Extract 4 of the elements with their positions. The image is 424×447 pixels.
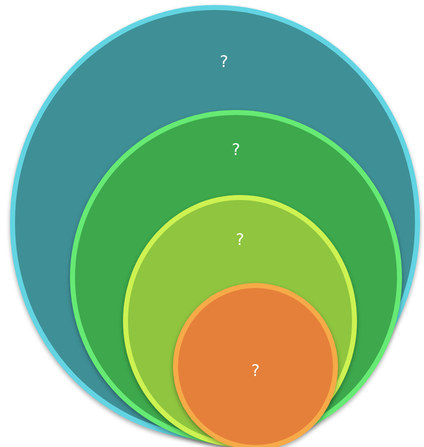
circle-label: ? [220,52,228,72]
circle-label: ? [251,361,260,381]
circle-label: ? [232,140,240,160]
circle-label: ? [236,230,244,250]
